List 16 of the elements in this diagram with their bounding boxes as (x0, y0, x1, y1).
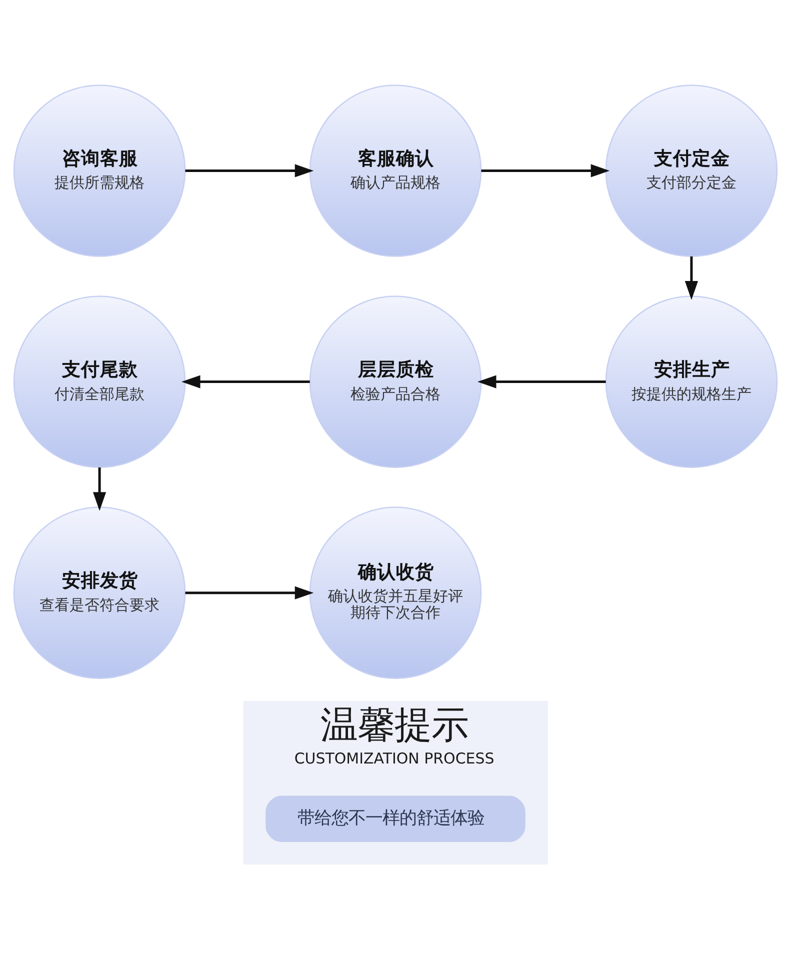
node-box: 带给您不一样的舒适体验 (265, 796, 525, 842)
arrow (480, 164, 610, 178)
node-circle: 咨询客服 提供所需规格 (12, 84, 186, 257)
arrow (184, 586, 314, 600)
arrow (476, 375, 606, 388)
node-circle: 支付定金 支付部分定金 (604, 84, 778, 257)
node-circle: 层层质检 检验产品合格 (308, 296, 482, 468)
node-circle: 支付尾款 付清全部尾款 (12, 296, 186, 468)
node-circle: 安排生产 按提供的规格生产 (604, 296, 778, 468)
node-circle: 安排发货 查看是否符合要求 (12, 506, 186, 679)
arrow (684, 256, 698, 300)
arrow (184, 164, 314, 178)
arrow (181, 375, 310, 388)
arrow (92, 467, 106, 511)
node-circle: 确认收货 确认收货并五星好评期待下次合作 (308, 506, 482, 679)
node-circle: 客服确认 确认产品规格 (308, 84, 482, 257)
